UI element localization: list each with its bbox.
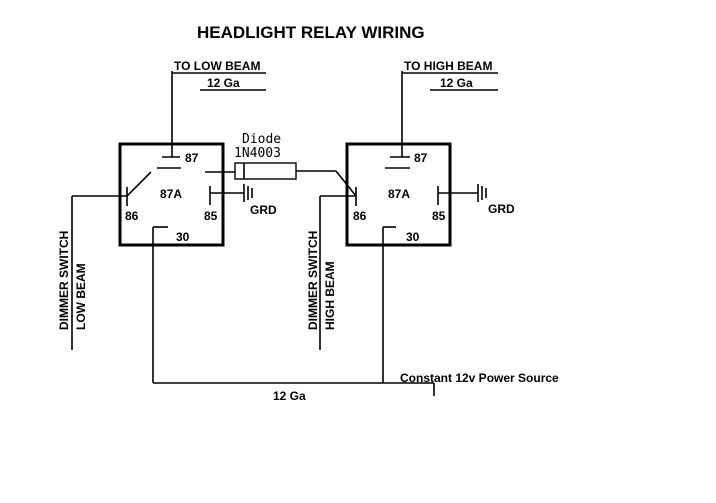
power-bus	[153, 382, 435, 396]
low-relay-pin-87a: 87A	[160, 187, 182, 201]
high-relay-pin-86: 86	[353, 209, 367, 223]
low-relay-pin-85: 85	[204, 209, 218, 223]
high-beam-relay	[345, 142, 487, 383]
to-low-beam-label: TO LOW BEAM	[174, 59, 260, 73]
high-relay-pin-85: 85	[432, 209, 446, 223]
low-beam-gauge-label: 12 Ga	[207, 76, 240, 90]
high-relay-ground-label: GRD	[488, 202, 515, 216]
high-relay-pin-87a: 87A	[388, 187, 410, 201]
high-beam-dimmer-switch-label: DIMMER SWITCH	[306, 231, 320, 330]
low-relay-pin-87: 87	[185, 151, 199, 165]
high-beam-dimmer-lead	[319, 195, 356, 350]
diagram-title: HEADLIGHT RELAY WIRING	[197, 23, 425, 42]
low-beam-dimmer-lead	[71, 195, 127, 350]
high-relay-pin-30: 30	[406, 230, 420, 244]
power-source-label: Constant 12v Power Source	[400, 371, 559, 385]
to-high-beam-label: TO HIGH BEAM	[404, 59, 492, 73]
low-beam-dimmer-switch-label: DIMMER SWITCH	[57, 231, 71, 330]
high-beam-relay-body	[345, 142, 452, 247]
high-beam-gauge-label: 12 Ga	[440, 76, 473, 90]
diode-part-number: 1N4003	[234, 146, 281, 161]
low-relay-pin-86: 86	[125, 209, 139, 223]
diode-label: Diode	[242, 132, 281, 147]
high-relay-pin-87: 87	[414, 151, 428, 165]
high-beam-dimmer-beam-label: HIGH BEAM	[323, 261, 337, 330]
low-beam-relay-body	[118, 142, 225, 247]
diode-symbol	[205, 162, 357, 197]
low-beam-dimmer-beam-label: LOW BEAM	[74, 263, 88, 330]
low-beam-relay	[118, 142, 253, 383]
low-relay-ground-label: GRD	[250, 203, 277, 217]
low-relay-pin-30: 30	[176, 230, 190, 244]
power-gauge-label: 12 Ga	[273, 389, 306, 403]
